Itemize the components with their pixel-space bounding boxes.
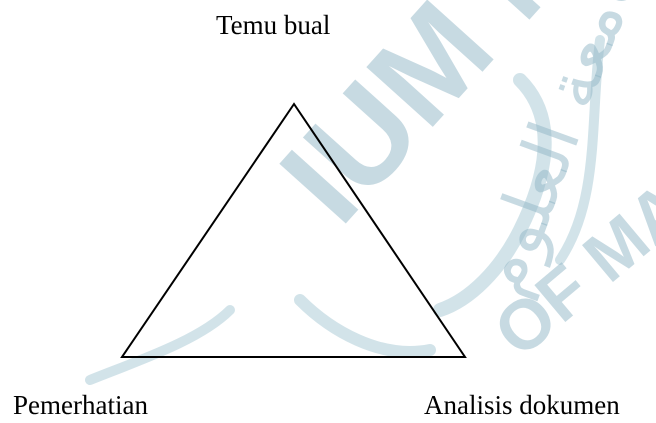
triangle-shape: [120, 102, 467, 358]
vertex-label-left: Pemerhatian: [13, 390, 148, 420]
vertex-label-top: Temu bual: [216, 10, 331, 40]
vertex-label-right: Analisis dokumen: [424, 390, 620, 420]
